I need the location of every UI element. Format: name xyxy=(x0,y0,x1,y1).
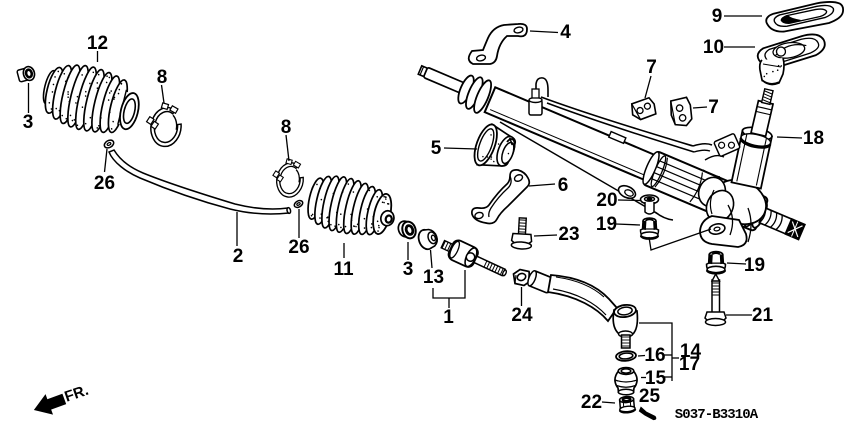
svg-text:17: 17 xyxy=(679,354,700,375)
svg-text:3: 3 xyxy=(403,259,414,280)
svg-text:2: 2 xyxy=(233,246,244,267)
svg-text:22: 22 xyxy=(581,392,602,413)
svg-text:8: 8 xyxy=(281,117,292,138)
svg-text:14: 14 xyxy=(680,341,702,362)
svg-text:19: 19 xyxy=(744,255,765,276)
svg-text:5: 5 xyxy=(431,138,442,159)
svg-text:S037-B3310A: S037-B3310A xyxy=(675,407,759,423)
svg-text:9: 9 xyxy=(712,6,723,27)
svg-text:21: 21 xyxy=(752,305,774,326)
svg-text:FR.: FR. xyxy=(62,382,90,406)
svg-text:3: 3 xyxy=(23,112,34,133)
svg-text:18: 18 xyxy=(803,128,824,149)
svg-text:13: 13 xyxy=(423,267,444,288)
svg-text:16: 16 xyxy=(644,345,665,366)
svg-text:11: 11 xyxy=(333,259,354,280)
svg-text:23: 23 xyxy=(558,224,579,245)
svg-text:20: 20 xyxy=(596,190,617,211)
svg-text:4: 4 xyxy=(560,22,571,43)
svg-text:10: 10 xyxy=(703,37,724,58)
svg-text:7: 7 xyxy=(646,57,657,78)
svg-text:26: 26 xyxy=(94,173,115,194)
svg-text:19: 19 xyxy=(596,214,617,235)
svg-text:8: 8 xyxy=(157,67,168,88)
svg-text:25: 25 xyxy=(639,386,661,407)
svg-text:24: 24 xyxy=(511,305,533,326)
svg-text:1: 1 xyxy=(443,307,454,328)
svg-text:12: 12 xyxy=(87,33,108,54)
svg-text:15: 15 xyxy=(645,368,667,389)
svg-text:26: 26 xyxy=(288,237,309,258)
svg-text:6: 6 xyxy=(558,175,569,196)
svg-text:7: 7 xyxy=(708,97,719,118)
